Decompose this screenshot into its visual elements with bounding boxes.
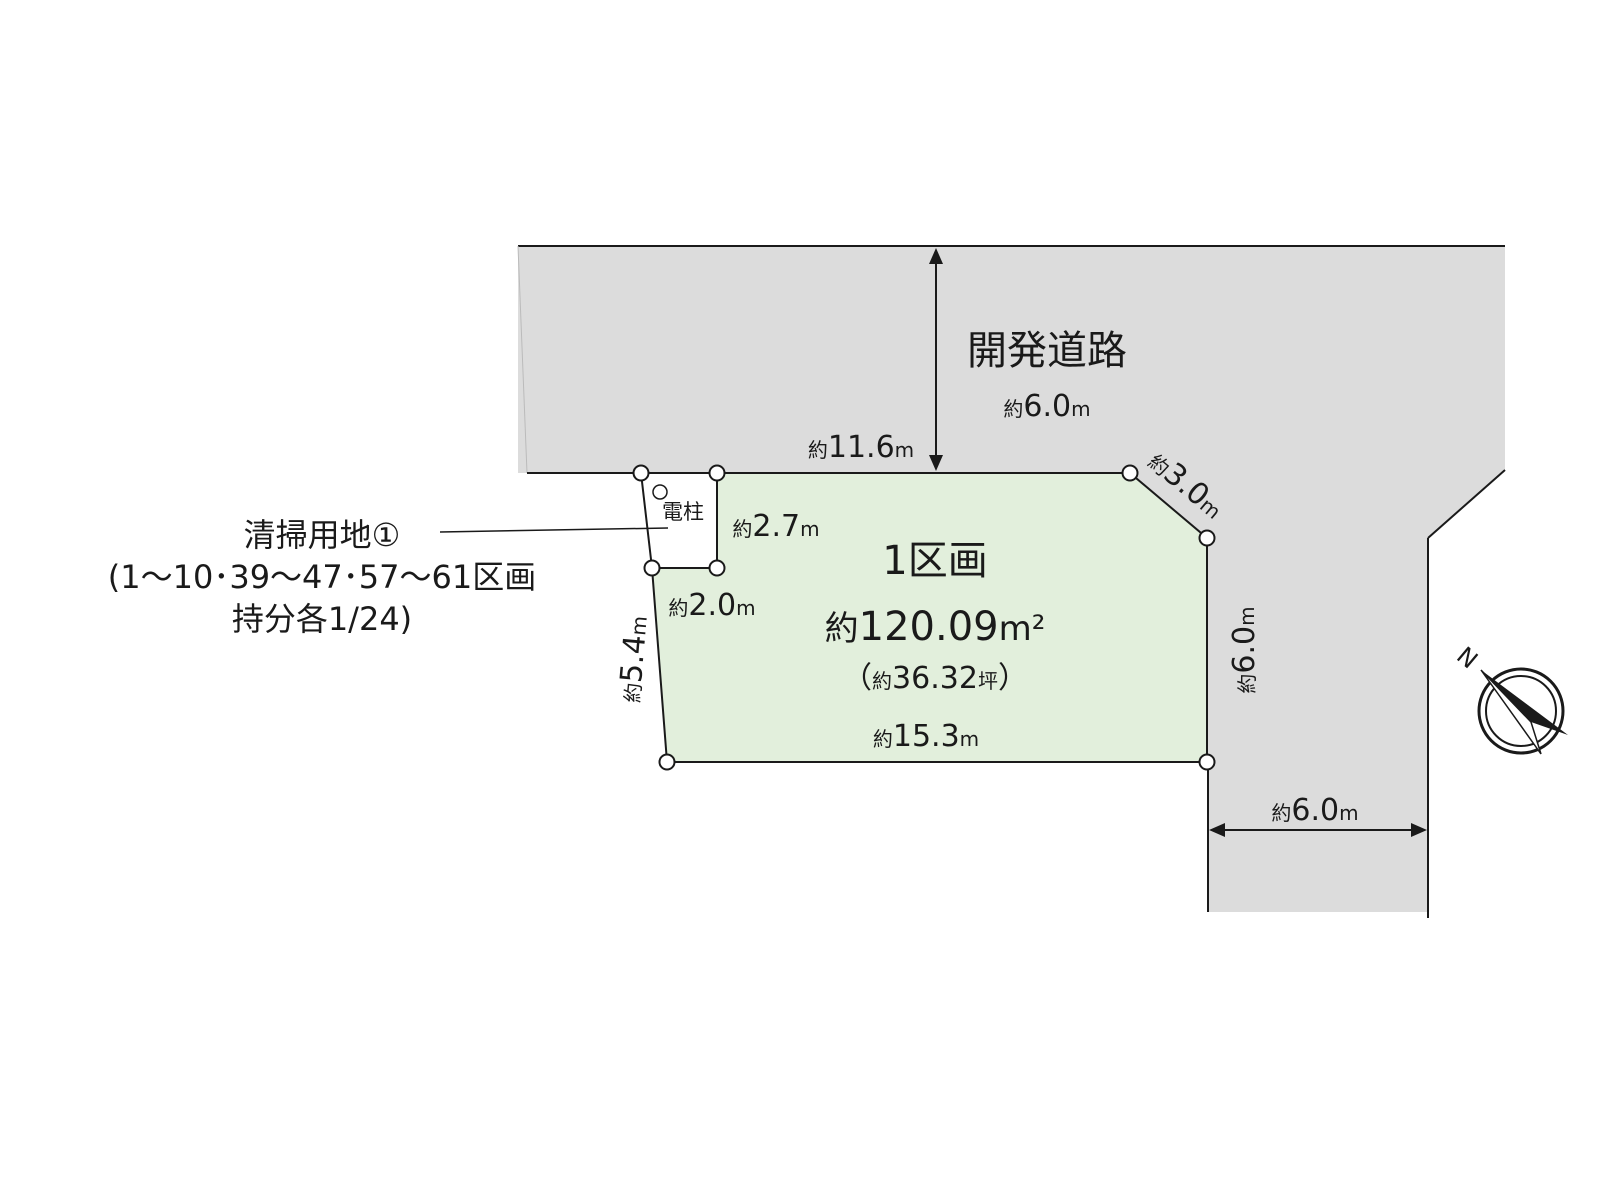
dim-top-label: 約11.6m xyxy=(808,430,914,465)
lot-area-label: 約120.09m² xyxy=(825,604,1046,650)
lot-vertices xyxy=(632,464,1216,771)
cleaning-land-title: 清掃用地① xyxy=(244,516,401,554)
east-road-width-arrow xyxy=(1209,823,1427,837)
north-arrow-icon: N xyxy=(1451,641,1568,755)
lot-title: 1区画 xyxy=(882,538,987,584)
development-road-label: 開発道路 xyxy=(967,328,1127,374)
dim-left-label: 約5.4m xyxy=(612,614,654,704)
vertex-marker xyxy=(658,753,676,771)
vertex-marker xyxy=(1198,753,1216,771)
north-road-width-arrow xyxy=(929,248,943,471)
vertex-marker xyxy=(708,464,726,482)
cleaning-land-leader-line xyxy=(439,527,669,533)
utility-pole-icon xyxy=(652,484,668,500)
utility-pole-label: 電柱 xyxy=(662,500,704,524)
dim-right-label: 約6.0m xyxy=(1227,606,1262,693)
east-road-width-label: 約6.0m xyxy=(1271,793,1358,828)
north-road-width-label: 約6.0m xyxy=(1003,389,1090,424)
vertex-marker xyxy=(1121,464,1139,482)
cleaning-land-share: 持分各1/24) xyxy=(232,600,412,638)
dim-bottom-label: 約15.3m xyxy=(873,719,979,754)
vertex-marker xyxy=(643,559,661,577)
vertex-marker xyxy=(1198,529,1216,547)
dim-cleaning-right-label: 約2.7m xyxy=(732,509,819,544)
road-edge-west xyxy=(517,245,528,474)
road-corner-edge xyxy=(1427,469,1506,539)
north-label: N xyxy=(1451,641,1483,674)
development-road-area xyxy=(518,246,1505,912)
dim-cleaning-bottom-label: 約2.0m xyxy=(668,588,755,623)
vertex-marker xyxy=(632,464,650,482)
lot-tsubo-label: （約36.32坪） xyxy=(842,661,1028,696)
cleaning-land-lots: (1〜10･39〜47･57〜61区画 xyxy=(108,558,536,596)
vertex-marker xyxy=(708,559,726,577)
